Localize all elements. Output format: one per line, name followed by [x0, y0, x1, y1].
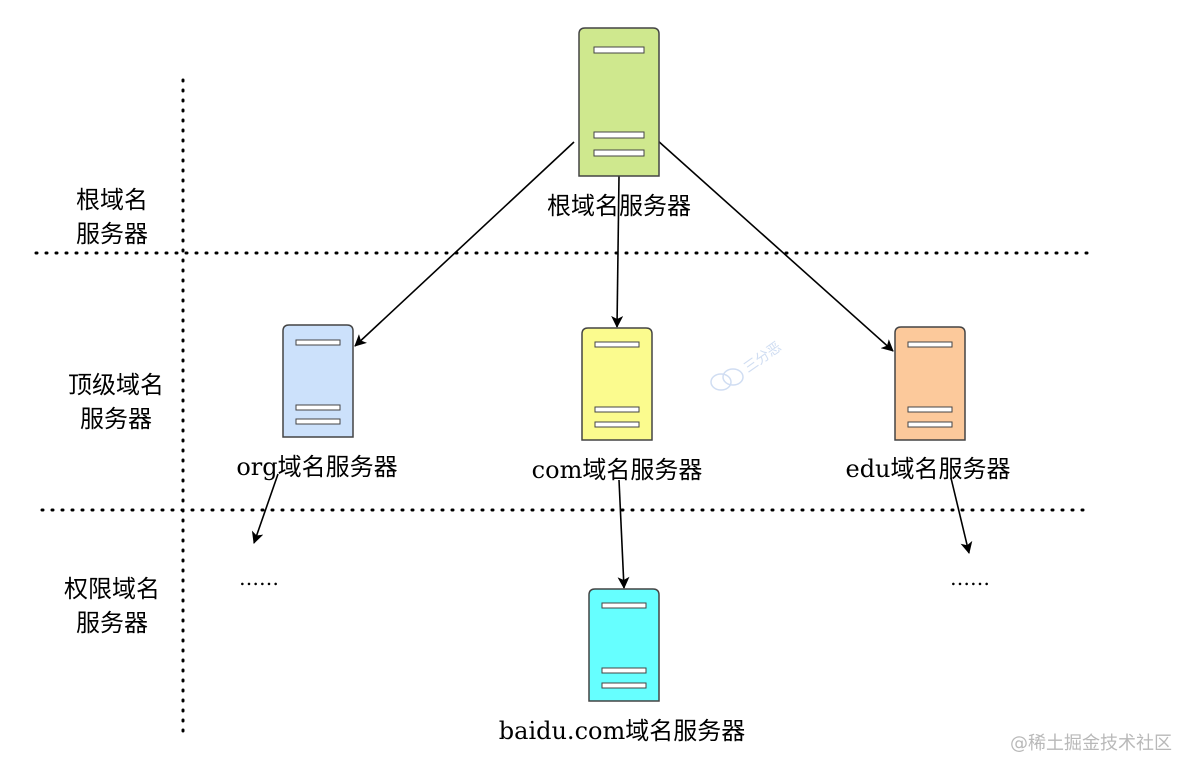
server-slot	[907, 341, 953, 348]
corner-watermark: @稀土掘金技术社区	[1010, 733, 1172, 754]
server-slot	[594, 341, 640, 348]
root-server: 根域名服务器	[547, 27, 691, 220]
org-server-label: org域名服务器	[236, 453, 397, 481]
com-server: com域名服务器	[532, 327, 703, 484]
root-server-label: 根域名服务器	[547, 192, 691, 220]
wechat-icon	[710, 368, 744, 391]
center-watermark-text: 三分恶	[741, 339, 785, 376]
arrow-root-to-org	[354, 141, 575, 347]
baidu-server: baidu.com域名服务器	[499, 588, 745, 745]
arrow-root-to-com	[611, 175, 624, 328]
server-slot	[601, 667, 647, 674]
server-slot	[594, 406, 640, 413]
server-slot	[907, 406, 953, 413]
level-label-tld-line2: 服务器	[80, 405, 152, 433]
level-label-authoritative-line2: 服务器	[76, 609, 148, 637]
level-label-root-line1: 根域名	[76, 186, 148, 214]
com-server-label: com域名服务器	[532, 456, 703, 484]
server-slot	[295, 404, 341, 411]
org-server: org域名服务器	[236, 324, 398, 481]
arrow-org-to-child	[251, 473, 279, 544]
server-slot	[601, 602, 647, 609]
ellipsis-right: ……	[950, 566, 990, 590]
server-slot	[594, 421, 640, 428]
edu-server-label: edu域名服务器	[845, 455, 1010, 483]
arrow-edu-to-child	[950, 477, 973, 554]
server-slot	[601, 682, 647, 689]
server-slot	[295, 418, 341, 425]
edu-server: edu域名服务器	[845, 326, 1011, 483]
level-label-authoritative-line1: 权限域名	[64, 575, 160, 603]
server-slot	[295, 339, 341, 346]
server-slot	[593, 149, 645, 157]
level-label-authoritative: 权限域名 服务器	[64, 575, 160, 637]
baidu-server-label: baidu.com域名服务器	[499, 717, 745, 745]
center-watermark: 三分恶	[710, 339, 785, 391]
ellipsis-left: ……	[239, 566, 279, 590]
server-icon	[578, 27, 660, 177]
arrow-com-to-baidu	[617, 479, 630, 589]
level-label-tld: 顶级域名 服务器	[68, 371, 164, 433]
server-slot	[593, 131, 645, 139]
level-label-tld-line1: 顶级域名	[68, 371, 164, 399]
arrow-root-to-edu	[656, 139, 894, 352]
server-slot	[907, 421, 953, 428]
level-label-root: 根域名 服务器	[76, 186, 148, 248]
level-label-root-line2: 服务器	[76, 220, 148, 248]
server-slot	[593, 46, 645, 54]
